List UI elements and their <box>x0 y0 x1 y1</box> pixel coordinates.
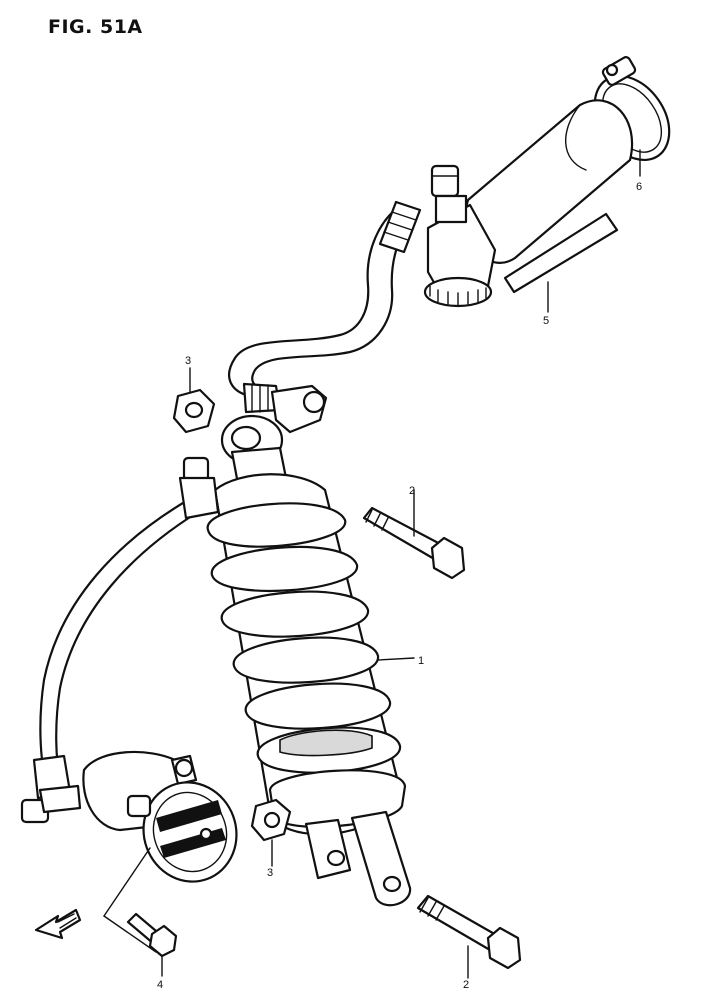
callout-2-lower: 2 <box>463 979 469 991</box>
coil-spring <box>206 502 402 774</box>
callout-5: 5 <box>543 315 549 327</box>
callout-2-upper: 2 <box>409 485 415 497</box>
rubber-pad <box>503 212 619 313</box>
adjuster-screw <box>126 912 178 977</box>
preload-adjuster <box>82 750 238 953</box>
figure-title: FIG. 51A <box>48 16 143 38</box>
arrow-icon <box>34 908 82 940</box>
reservoir-canister <box>423 56 671 308</box>
callout-3-lower: 3 <box>267 867 273 879</box>
callout-6: 6 <box>636 181 642 193</box>
bolt-lower <box>416 894 522 979</box>
nut-upper <box>172 367 216 434</box>
reservoir-hose <box>228 200 422 434</box>
callout-3-upper: 3 <box>185 355 191 367</box>
nut-lower <box>250 798 292 867</box>
callout-4: 4 <box>157 979 163 991</box>
bolt-upper <box>362 489 466 580</box>
callout-1: 1 <box>418 655 424 667</box>
adjuster-cable <box>20 456 220 824</box>
shock-absorber <box>206 414 415 907</box>
